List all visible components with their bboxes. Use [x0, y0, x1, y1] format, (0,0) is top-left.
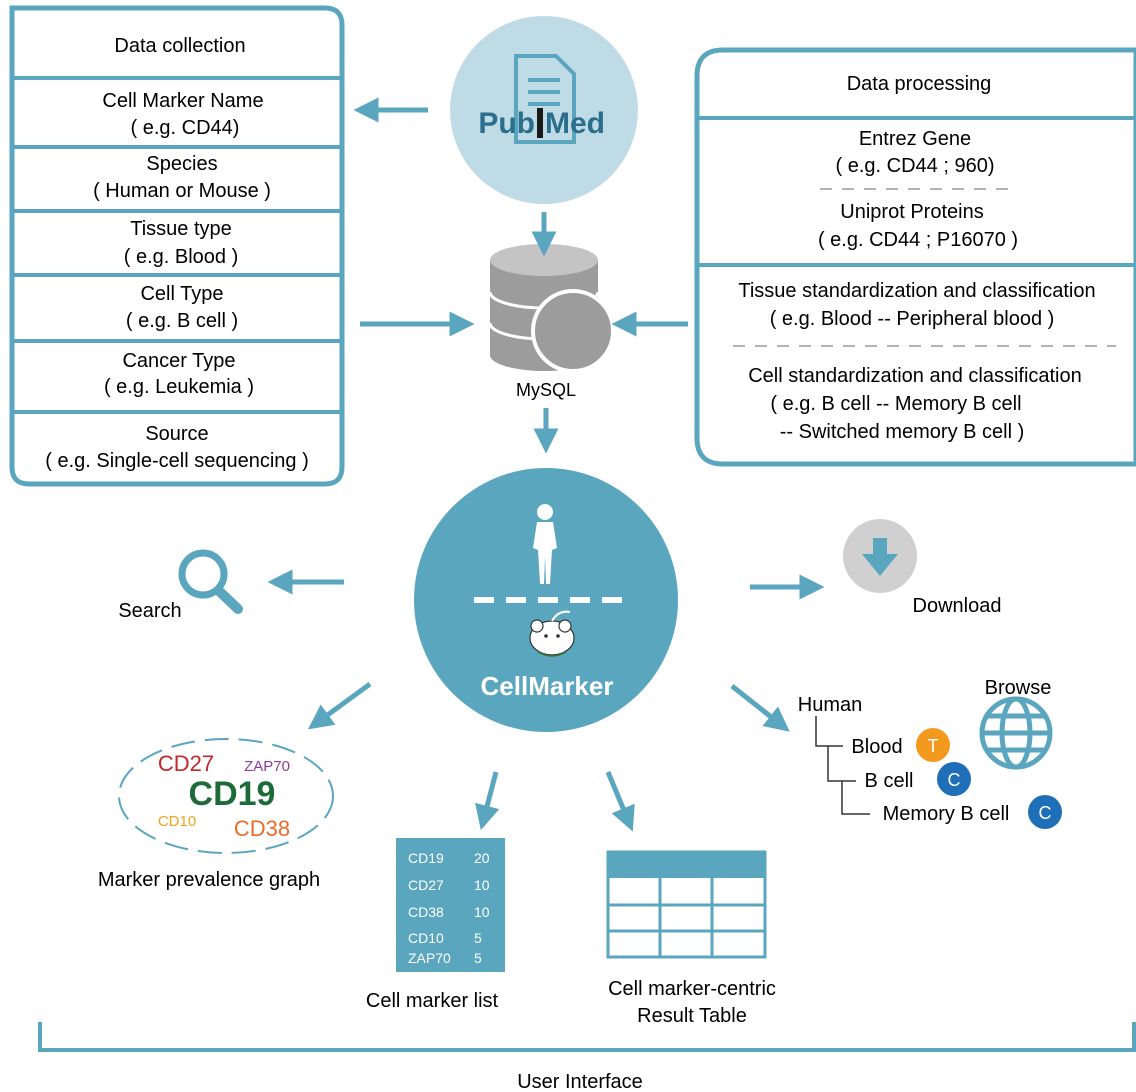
pubmed-logo: Pub Med: [450, 16, 638, 204]
cell-tag: [937, 762, 971, 796]
pubmed-logo-suffix: Med: [545, 107, 605, 140]
uniprot-title: Uniprot Proteins: [840, 201, 983, 223]
browse-tree: [815, 716, 870, 815]
data-processing-box: Data processing Entrez Gene ( e.g. CD44 …: [694, 47, 1136, 467]
arrow-to-result-table: [605, 771, 635, 832]
marker-list-count: 10: [474, 904, 490, 920]
tissue-tag: [916, 728, 950, 762]
mysql-label: MySQL: [516, 380, 576, 400]
collection-row-title: Cell Marker Name: [102, 90, 263, 112]
user-interface-label: User Interface: [517, 1071, 643, 1092]
cell-marker-list-caption: Cell marker list: [366, 990, 499, 1012]
entrez-gene-title: Entrez Gene: [859, 128, 971, 150]
cloud-word: CD38: [234, 816, 290, 841]
cellmarker-hub: CellMarker: [414, 468, 678, 732]
collection-row-example: ( e.g. Leukemia ): [104, 376, 254, 398]
collection-row-example: ( e.g. Blood ): [124, 246, 239, 268]
marker-list-row: CD19 20: [408, 850, 490, 866]
search-section[interactable]: Search: [118, 549, 243, 622]
download-label: Download: [913, 595, 1002, 617]
data-collection-header: Data collection: [114, 35, 245, 57]
collection-row-title: Cancer Type: [122, 350, 235, 372]
arrow-to-browse: [730, 684, 790, 732]
arrow-to-cloud: [307, 681, 372, 730]
user-interface-bracket: User Interface: [38, 1022, 1136, 1092]
cellmarker-title: CellMarker: [481, 671, 614, 701]
cloud-word: CD19: [189, 775, 276, 813]
tree-item-b-cell: B cell: [865, 770, 914, 792]
marker-list-name: ZAP70: [408, 950, 451, 966]
database-icon: [488, 244, 615, 373]
collection-row-title: Source: [145, 423, 208, 445]
marker-list-count: 5: [474, 950, 482, 966]
flow-arrows: [267, 97, 825, 832]
cloud-word: ZAP70: [244, 758, 290, 775]
result-table[interactable]: Cell marker-centric Result Table: [606, 850, 776, 1027]
document-icon: [514, 54, 576, 144]
marker-list-row: ZAP70 5: [408, 950, 482, 966]
collection-row-example: ( e.g. Single-cell sequencing ): [45, 450, 308, 472]
cloud-word: CD27: [158, 751, 214, 776]
collection-row-title: Cell Type: [140, 283, 223, 305]
cell-standardization-title: Cell standardization and classification: [748, 365, 1082, 387]
marker-list-name: CD38: [408, 904, 444, 920]
tree-item-blood: Blood: [851, 736, 902, 758]
marker-list-count: 10: [474, 877, 490, 893]
data-processing-header: Data processing: [847, 73, 992, 95]
marker-list-name: CD10: [408, 930, 444, 946]
marker-list-row: CD38 10: [408, 904, 490, 920]
marker-list-name: CD19: [408, 850, 444, 866]
marker-prevalence-graph[interactable]: CD27 ZAP70 CD19 CD10 CD38 Marker prevale…: [98, 738, 334, 891]
marker-list-row: CD27 10: [408, 877, 490, 893]
entrez-gene-example: ( e.g. CD44 ; 960): [836, 155, 995, 177]
mouse-icon: [529, 610, 575, 657]
down-arrow-icon: [862, 538, 898, 576]
browse-section[interactable]: Browse Human Blood T B cell C Memory B c…: [798, 677, 1062, 829]
tissue-standardization-title: Tissue standardization and classificatio…: [738, 280, 1095, 302]
tree-item-human: Human: [798, 694, 862, 716]
cloud-word: CD10: [158, 813, 196, 830]
download-section[interactable]: Download: [843, 519, 1001, 617]
cell-tag: [1028, 795, 1062, 829]
marker-list-row: CD10 5: [408, 930, 482, 946]
collection-row-example: ( e.g. CD44): [131, 117, 240, 139]
collection-row-example: ( e.g. B cell ): [126, 310, 238, 332]
marker-list-count: 20: [474, 850, 490, 866]
cell-standardization-example: ( e.g. B cell -- Memory B cell: [770, 393, 1021, 415]
marker-prevalence-caption: Marker prevalence graph: [98, 869, 320, 891]
uniprot-example: ( e.g. CD44 ; P16070 ): [818, 229, 1018, 251]
magnifier-icon: [178, 549, 243, 614]
arrow-to-marker-list: [475, 771, 500, 831]
result-table-caption: Cell marker-centric: [608, 978, 776, 1000]
cell-marker-list[interactable]: CD19 20 CD27 10 CD38 10 CD10 5 ZAP70 5 C…: [366, 838, 505, 1012]
cell-tag-letter: C: [1039, 803, 1052, 823]
marker-list-name: CD27: [408, 877, 444, 893]
tissue-standardization-example: ( e.g. Blood -- Peripheral blood ): [770, 308, 1055, 330]
search-label: Search: [118, 600, 181, 622]
tree-item-memory-b-cell: Memory B cell: [883, 803, 1010, 825]
cell-standardization-example: -- Switched memory B cell ): [780, 421, 1025, 443]
globe-icon: [979, 696, 1053, 770]
marker-list-count: 5: [474, 930, 482, 946]
result-table-caption: Result Table: [637, 1005, 747, 1027]
collection-row-title: Species: [146, 153, 217, 175]
data-collection-box: Data collection Cell Marker Name ( e.g. …: [9, 5, 345, 487]
collection-row-example: ( Human or Mouse ): [93, 180, 271, 202]
human-body-icon: [533, 504, 557, 584]
browse-label: Browse: [985, 677, 1052, 699]
pubmed-logo-prefix: Pub: [478, 107, 535, 140]
tissue-tag-letter: T: [928, 736, 939, 756]
cell-tag-letter: C: [948, 770, 961, 790]
collection-row-title: Tissue type: [130, 218, 232, 240]
